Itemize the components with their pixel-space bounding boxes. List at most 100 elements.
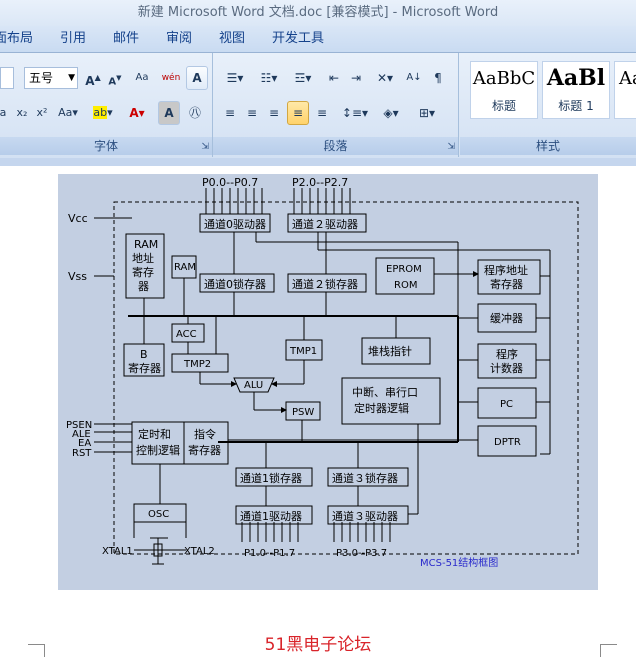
ch1-latch-box — [235, 467, 313, 487]
style-preview: AaBbC — [472, 68, 536, 89]
psw-label: PSW — [292, 407, 314, 418]
font-name-combo[interactable] — [0, 67, 14, 89]
eprom-line-1: EPROM — [386, 264, 422, 275]
borders-icon[interactable]: ⊞▾ — [418, 106, 436, 120]
document-page: P0.0--P0.7 P2.0--P2.7 Vcc Vss 通道0驱动器 通道２… — [0, 166, 636, 658]
ch3-driver-box — [327, 505, 409, 525]
phonetic-guide-icon[interactable]: wén — [161, 73, 181, 83]
char-shading-icon[interactable]: A — [158, 101, 180, 125]
xtal1-label: XTAL1 — [102, 546, 133, 557]
ram-addr-line-2: 地址 — [132, 251, 154, 265]
shading-icon[interactable]: ◈▾ — [383, 106, 399, 120]
styles-group: AaBbC 标题 AaBl 标题 1 Aa 样式 — [460, 53, 636, 157]
ch2-latch-box — [287, 273, 367, 293]
prog-counter-line-2: 计数器 — [490, 362, 523, 375]
mcs51-block-diagram: P0.0--P0.7 P2.0--P2.7 Vcc Vss 通道0驱动器 通道２… — [58, 174, 598, 590]
paragraph-group-label: 段落 — [213, 137, 458, 155]
bullets-icon[interactable]: ☰▾ — [226, 71, 244, 85]
style-heading-1[interactable]: AaBl 标题 1 — [542, 61, 610, 119]
clear-format-icon[interactable]: Aa — [135, 72, 149, 83]
sort-icon[interactable]: A↓ — [406, 72, 422, 83]
tab-references[interactable]: 引用 — [60, 31, 87, 46]
chip-boundary — [113, 201, 579, 555]
stack-pointer-label: 堆栈指针 — [368, 344, 412, 358]
highlight-icon[interactable]: ab▾ — [93, 106, 113, 119]
interrupt-line-1: 中断、串行口 — [352, 385, 418, 399]
dialog-launcher-icon[interactable]: ⇲ — [447, 142, 455, 152]
port0-pin-arrows — [205, 188, 263, 214]
eprom-box — [375, 257, 435, 295]
prog-addr-line-1: 程序地址 — [484, 263, 528, 277]
b-reg-line-2: 寄存器 — [128, 361, 161, 375]
enclose-char-icon[interactable]: ㊇ — [188, 106, 201, 120]
show-marks-icon[interactable]: ¶ — [434, 71, 442, 85]
ribbon-tab-bar: 面布局 引用 邮件 审阅 视图 开发工具 — [0, 26, 636, 53]
justify-icon[interactable]: ≡ — [287, 101, 309, 125]
port1-pins-label: P1.0--P1.7 — [244, 548, 295, 559]
grow-font-icon[interactable]: A▲ — [85, 73, 101, 88]
port3-pins-label: P3.0--P3.7 — [336, 548, 387, 559]
subscript-icon[interactable]: x₂ — [16, 106, 28, 119]
tab-developer[interactable]: 开发工具 — [272, 31, 325, 46]
font-size-combo[interactable]: 五号 ▼ — [24, 67, 78, 89]
style-preview: AaBl — [546, 65, 606, 91]
tab-page-layout[interactable]: 面布局 — [0, 31, 34, 46]
port1-pin-arrows — [241, 522, 299, 542]
decrease-indent-icon[interactable]: ⇤ — [328, 71, 340, 85]
char-border-icon[interactable]: A — [186, 66, 208, 90]
tab-review[interactable]: 审阅 — [166, 31, 193, 46]
change-case-icon[interactable]: Aa▾ — [58, 106, 78, 119]
align-left-icon[interactable]: ≡ — [224, 106, 236, 120]
vss-label: Vss — [68, 270, 87, 283]
footer-text: 51黑电子论坛 — [264, 635, 372, 655]
style-heading[interactable]: AaBbC 标题 — [470, 61, 538, 119]
chinese-layout-icon[interactable]: ✕▾ — [376, 71, 394, 85]
diagram-caption: MCS-51结构框图 — [420, 556, 498, 569]
tmp1-label: TMP1 — [289, 346, 317, 357]
pc-box — [477, 387, 537, 419]
ch2-driver-top-label: 通道２驱动器 — [292, 217, 358, 231]
shrink-font-icon[interactable]: A▼ — [108, 74, 122, 88]
ram-addr-line-1: RAM — [134, 238, 158, 251]
line-spacing-icon[interactable]: ↕≡▾ — [341, 106, 369, 120]
dialog-launcher-icon[interactable]: ⇲ — [201, 142, 209, 152]
ea-label: EA — [78, 438, 91, 449]
chevron-down-icon: ▼ — [68, 73, 75, 83]
font-group: 五号 ▼ A▲ A▼ Aa wén A a x₂ x² Aa▾ ab▾ A▾ A… — [0, 53, 213, 157]
increase-indent-icon[interactable]: ⇥ — [350, 71, 362, 85]
styles-group-label: 样式 — [460, 137, 636, 155]
superscript-icon[interactable]: x² — [36, 106, 48, 119]
strikethrough-icon[interactable]: a — [0, 106, 7, 119]
ch1-driver-label: 通道1驱动器 — [240, 509, 302, 523]
pc-label: PC — [500, 399, 513, 410]
acc-label: ACC — [176, 329, 197, 340]
prog-addr-box — [477, 259, 541, 295]
ch1-latch-label: 通道1锁存器 — [240, 471, 302, 485]
font-color-icon[interactable]: A▾ — [129, 106, 145, 120]
style-more[interactable]: Aa — [614, 61, 636, 119]
multilevel-list-icon[interactable]: ☲▾ — [294, 71, 312, 85]
ram-addr-box — [125, 233, 165, 299]
prog-addr-line-2: 寄存器 — [490, 277, 523, 291]
dptr-box — [477, 425, 537, 457]
numbering-icon[interactable]: ☷▾ — [260, 71, 278, 85]
tab-view[interactable]: 视图 — [219, 31, 246, 46]
align-right-icon[interactable]: ≡ — [268, 106, 280, 120]
psen-label: PSEN — [66, 420, 92, 431]
crop-mark — [600, 644, 617, 657]
ram-addr-line-3: 寄存 — [132, 265, 154, 279]
prog-counter-line-1: 程序 — [496, 347, 518, 361]
alu-label: ALU — [244, 380, 263, 391]
ch3-driver-label: 通道３驱动器 — [332, 509, 398, 523]
font-group-label: 字体 — [0, 137, 212, 155]
b-reg-line-1: B — [140, 348, 148, 361]
align-center-icon[interactable]: ≡ — [246, 106, 258, 120]
ruler — [0, 158, 636, 166]
style-preview: Aa — [619, 68, 636, 89]
tmp2-label: TMP2 — [183, 359, 211, 370]
tab-mailings[interactable]: 邮件 — [113, 31, 140, 46]
interrupt-box — [341, 377, 441, 425]
distribute-icon[interactable]: ≡ — [316, 106, 328, 120]
instr-reg-line-1: 指令 — [194, 427, 216, 441]
ram-label: RAM — [174, 262, 196, 273]
